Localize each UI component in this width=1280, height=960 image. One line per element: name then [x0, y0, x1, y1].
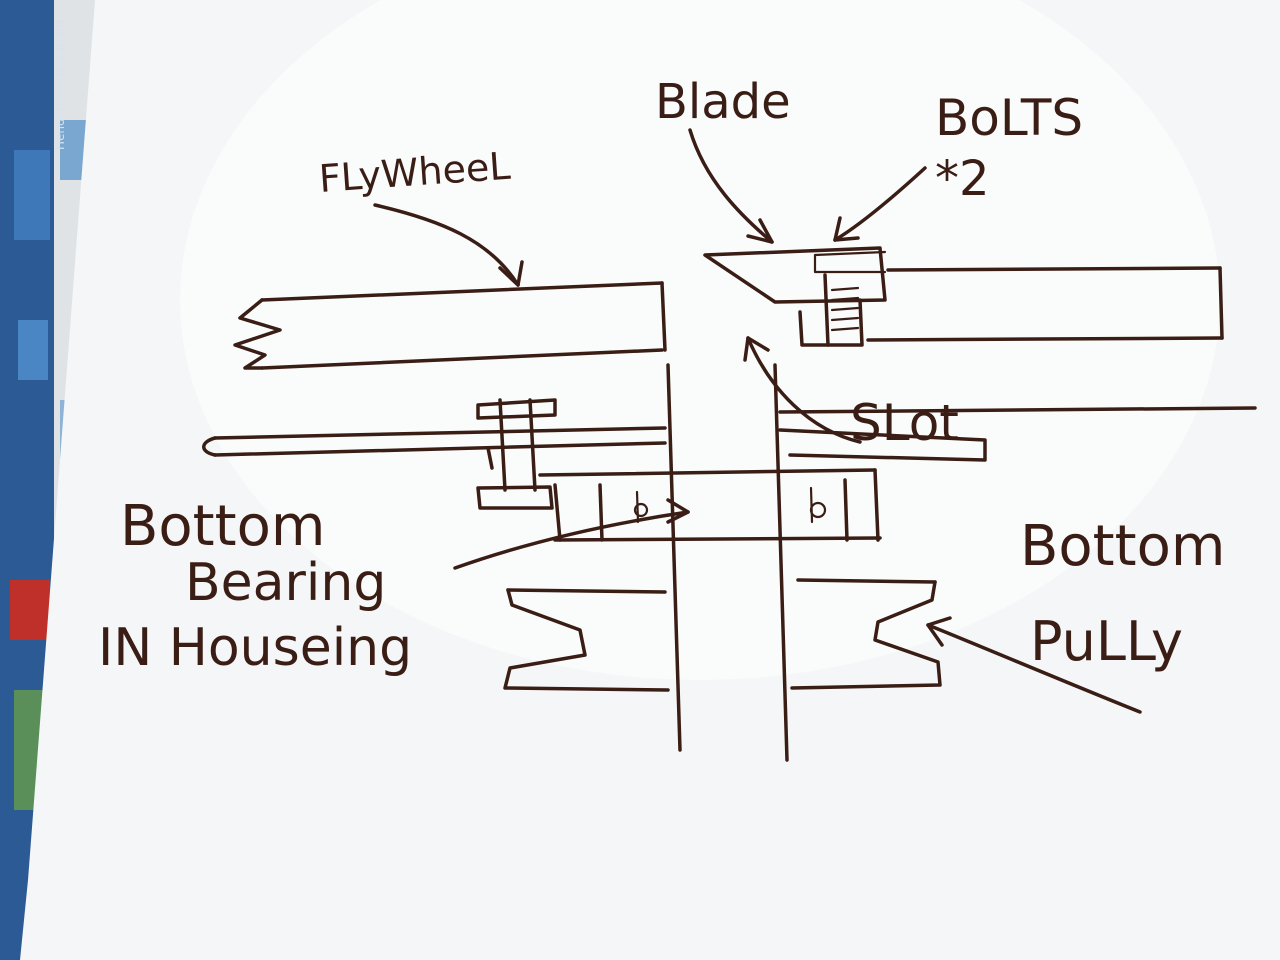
arrow-bolts — [833, 166, 927, 242]
label-bottom-bearing-line2: Bearing — [185, 553, 386, 613]
pulley — [503, 578, 942, 692]
shaft — [666, 363, 789, 762]
arrow-blade — [688, 128, 774, 244]
label-bolts-count: *2 — [935, 151, 990, 207]
label-bolts: BoLTS — [935, 89, 1083, 147]
arrow-bottom-pully — [926, 616, 1142, 714]
arrow-slot — [743, 336, 862, 444]
flywheel-right — [866, 266, 1224, 342]
housing-plate — [202, 406, 1257, 462]
label-bottom-pully-line1: Bottom — [1020, 514, 1225, 579]
bearing-block — [538, 468, 882, 542]
arrow-bottom-bearing — [453, 498, 690, 570]
arrow-flywheel — [373, 203, 524, 287]
bolt — [798, 273, 864, 347]
label-slot: SLot — [850, 394, 959, 452]
label-blade: Blade — [655, 74, 791, 130]
label-bottom-pully-line2: PuLLy — [1030, 610, 1183, 673]
bearing-bracket — [476, 398, 557, 510]
blade — [703, 246, 887, 304]
flywheel-left — [233, 281, 667, 370]
label-bottom-bearing-line3: IN Houseing — [98, 618, 412, 678]
label-bottom-bearing-line1: Bottom — [120, 494, 325, 559]
background-newspaper-text: Henderson 09 838 60 — [53, 20, 67, 150]
